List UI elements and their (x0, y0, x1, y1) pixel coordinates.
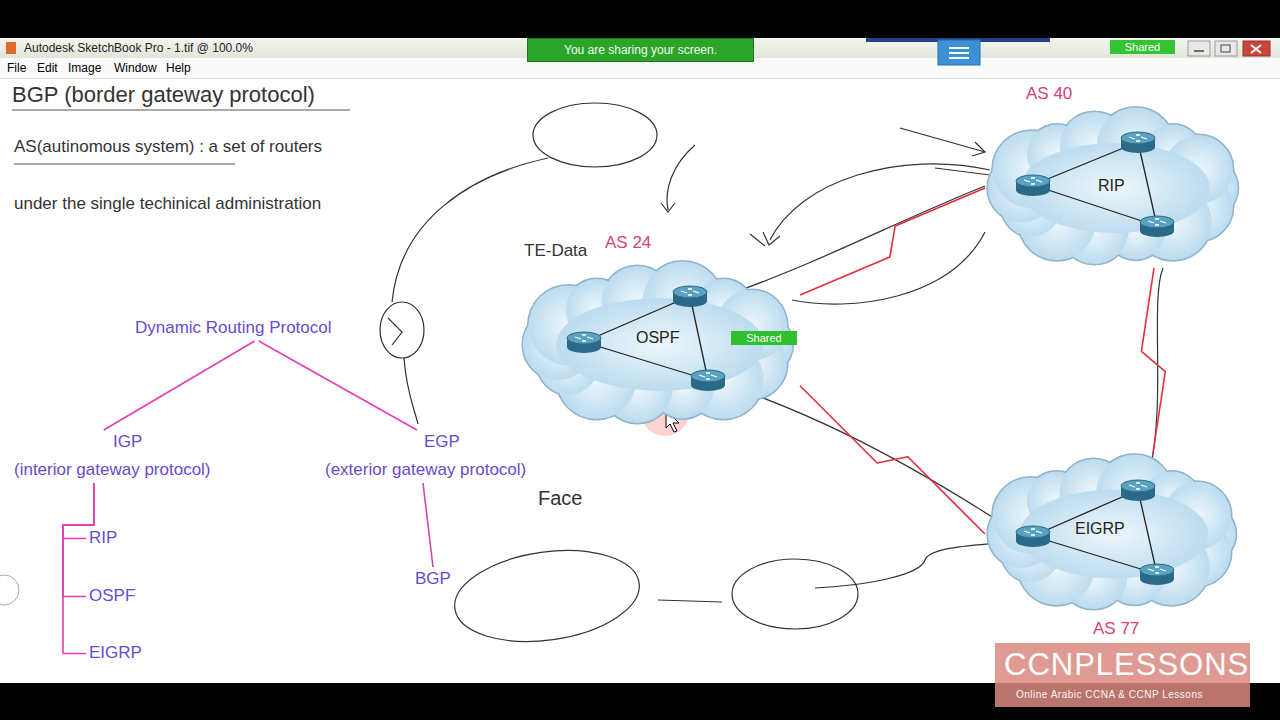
handwritten-note: TE-Data (524, 241, 587, 261)
menu-item: Image (68, 58, 101, 78)
serial-link (800, 188, 985, 295)
label-anchor: File (7, 58, 26, 78)
protocol-node: IGP (interior gateway protocol) (14, 430, 214, 483)
protocol-label: EIGRP (89, 643, 142, 663)
share-banner: You are sharing your screen. (527, 38, 754, 62)
label-anchor: Face (538, 486, 582, 510)
label-anchor: CCNPLESSONS (1004, 646, 1249, 684)
watermark: CCNPLESSONS (1004, 646, 1249, 684)
protocol-label: (exterior gateway protocol) (325, 460, 526, 480)
router-links (584, 142, 1157, 574)
label-anchor: Image (68, 58, 101, 78)
menu-item: Window (114, 58, 157, 78)
chrome-icons (6, 38, 1270, 65)
tree-connector (104, 341, 255, 430)
label-anchor: Window (114, 58, 157, 78)
protocol-label: RIP (89, 528, 117, 548)
label-anchor: Online Arabic CCNA & CCNP Lessons (1016, 688, 1203, 702)
menu-item: Help (166, 58, 191, 78)
shared-badge: Shared (1110, 40, 1175, 54)
window-title: Autodesk SketchBook Pro - 1.tif @ 100.0% (24, 38, 253, 58)
label-anchor: Autodesk SketchBook Pro - 1.tif @ 100.0% (24, 38, 253, 58)
handwritten-note: Face (538, 486, 582, 510)
protocol-label: Dynamic Routing Protocol (135, 318, 332, 338)
tree-connector (423, 483, 433, 567)
definition-text: AS(autinomous system) : a set of routers (14, 137, 322, 157)
label-anchor: Shared (1110, 40, 1175, 54)
protocol-name: EIGRP (1075, 519, 1125, 539)
serial-link (800, 386, 985, 534)
watermark-subtitle: Online Arabic CCNA & CCNP Lessons (1016, 688, 1203, 702)
shared-badge: Shared (731, 331, 797, 345)
protocol-label: OSPF (89, 586, 135, 606)
tree-connector (259, 341, 417, 430)
protocol-node: RIP (86, 526, 120, 551)
definition-text: under the single techinical administrati… (14, 194, 321, 214)
as-number: AS 40 (1026, 84, 1072, 104)
serial-link (1141, 268, 1165, 455)
label-anchor: Help (166, 58, 191, 78)
protocol-node: EGP (exterior gateway protocol) (325, 430, 529, 483)
router-icons (567, 132, 1174, 585)
page-title: BGP (border gateway protocol) (12, 82, 315, 108)
title-anchor: BGP (border gateway protocol) (12, 82, 315, 108)
tree-connector (63, 483, 94, 654)
protocol-label: IGP (113, 432, 142, 452)
label-anchor: You are sharing your screen. (527, 38, 754, 62)
watermark-box (995, 643, 1250, 707)
protocol-label: BGP (415, 569, 451, 589)
label-anchor: Shared (731, 331, 797, 345)
label-anchor: Edit (37, 58, 58, 78)
protocol-name: RIP (1098, 176, 1125, 196)
protocol-label: (interior gateway protocol) (14, 460, 211, 480)
underlines (12, 110, 350, 164)
protocol-name: OSPF (636, 328, 680, 348)
as-number: AS 24 (605, 233, 651, 253)
menu-item: File (7, 58, 26, 78)
as-number: AS 77 (1093, 619, 1139, 639)
protocol-node: BGP (412, 567, 454, 592)
menu-item: Edit (37, 58, 58, 78)
label-anchor: under the single techinical administrati… (14, 194, 321, 214)
protocol-node: EIGRP (86, 641, 145, 666)
side-handle (0, 575, 19, 605)
protocol-node: OSPF (86, 584, 138, 609)
protocol-node: Dynamic Routing Protocol (135, 316, 335, 341)
protocol-label: EGP (424, 432, 460, 452)
label-anchor: TE-Data (524, 241, 587, 261)
label-anchor: AS(autinomous system) : a set of routers (14, 137, 322, 157)
